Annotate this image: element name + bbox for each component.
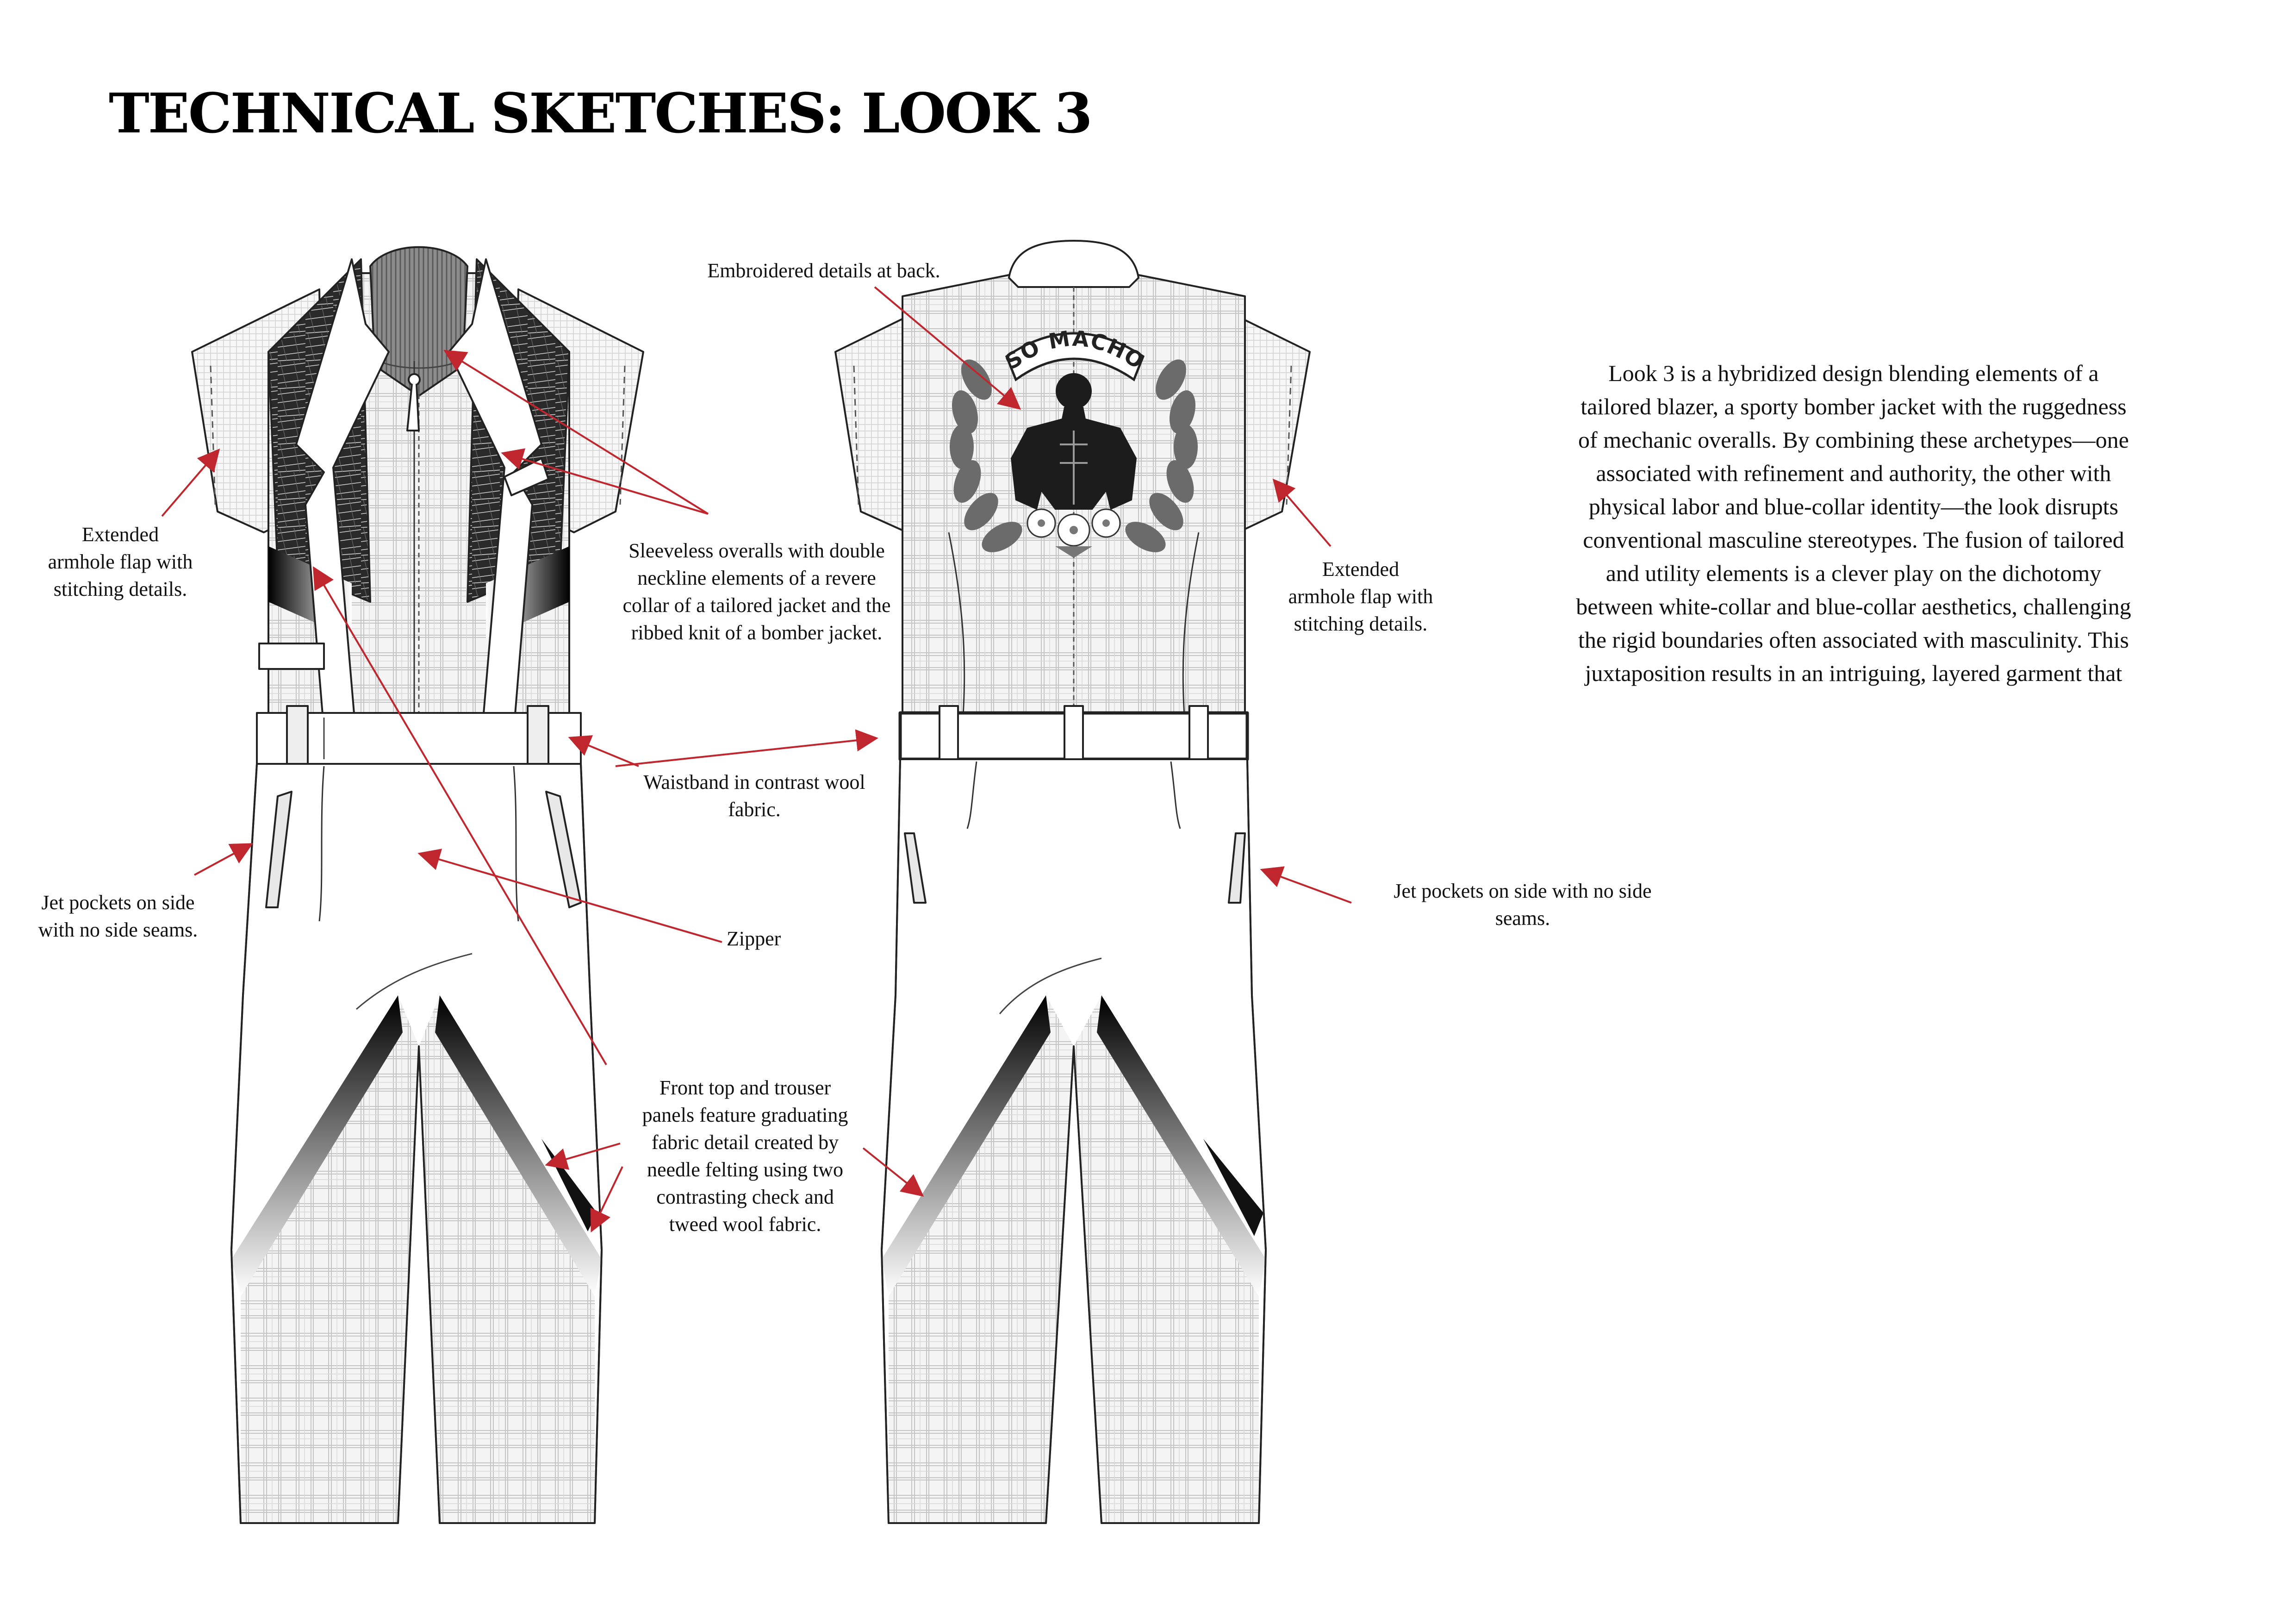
arrow-back-armhole: [1272, 478, 1332, 547]
back-collar: [1008, 240, 1139, 288]
arrow-panels-left: [545, 1143, 621, 1170]
annotation-panels: Front top and trouser panels feature gra…: [642, 1076, 848, 1236]
annotation-arrows: [161, 286, 1352, 1233]
arrow-neckline-1: [443, 350, 709, 515]
annotation-zipper: Zipper: [727, 927, 781, 950]
arrow-embroidery: [874, 286, 1021, 410]
arrow-waistband-back: [615, 729, 878, 767]
look-description: Look 3 is a hybridized design blending e…: [1576, 360, 2131, 686]
annotation-embroidery: Embroidered details at back.: [707, 259, 940, 282]
arrow-zipper: [417, 849, 722, 943]
front-jet-pocket-right: [545, 791, 582, 908]
arrow-panels-right: [590, 1166, 623, 1233]
arrow-waistband-front: [568, 735, 639, 767]
arrow-front-pockets: [194, 843, 254, 876]
arrow-neckline-2: [501, 448, 709, 515]
arrow-panels-back: [862, 1147, 924, 1197]
front-view-sketch: [191, 246, 644, 1524]
annotation-back-pockets: Jet pockets on side with no side seams.: [1394, 880, 1652, 930]
arrow-panels-top: [312, 566, 607, 1066]
annotation-front-pockets: Jet pockets on side with no side seams.: [38, 891, 198, 941]
annotation-front-armhole: Extended armhole flap with stitching det…: [48, 523, 193, 600]
so-macho-embroidery-logo: SO MACHO: [950, 326, 1198, 558]
front-jet-pocket-left: [265, 791, 292, 908]
annotation-waistband: Waistband in contrast wool fabric.: [643, 771, 865, 821]
bomber-rib-collar: [369, 246, 468, 397]
back-jet-pocket-left: [904, 832, 927, 904]
back-jet-pocket-right: [1228, 832, 1246, 904]
page-title: TECHNICAL SKETCHES: LOOK 3: [109, 81, 1093, 145]
arrow-front-armhole: [161, 448, 220, 517]
arrow-back-pockets: [1260, 866, 1352, 904]
annotation-neckline: Sleeveless overalls with double neckline…: [622, 539, 891, 644]
annotation-back-armhole: Extended armhole flap with stitching det…: [1288, 558, 1433, 635]
